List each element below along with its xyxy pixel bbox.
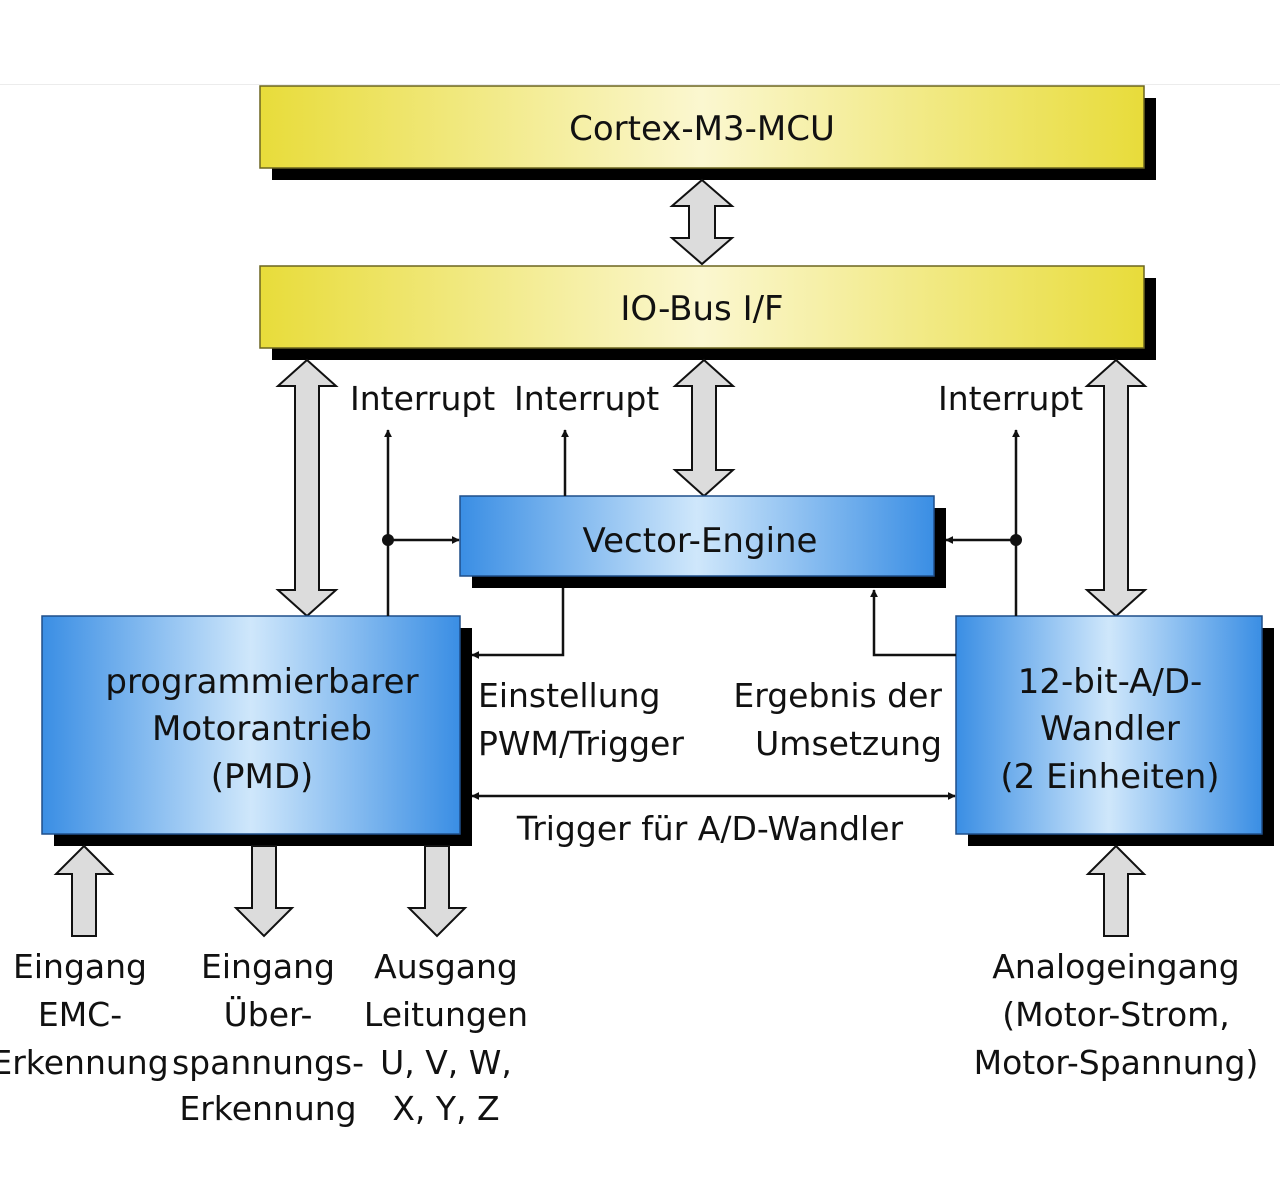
emc-label-line-3: Erkennung <box>0 1043 169 1082</box>
analog-input-arrow <box>1085 844 1147 937</box>
adc-block: 12-bit-A/D- Wandler (2 Einheiten) <box>955 615 1274 846</box>
mcu-iobus-bus-arrow <box>669 178 735 266</box>
ausgang-label-line-1: Ausgang <box>374 947 518 986</box>
emc-input-arrow <box>53 844 115 937</box>
mcu-block: Cortex-M3-MCU <box>259 85 1156 180</box>
analog-label-line-2: (Motor-Strom, <box>1002 995 1230 1034</box>
interrupt-label-pmd: Interrupt <box>350 379 495 418</box>
emc-label-line-1: Eingang <box>13 947 147 986</box>
vector-engine-block: Vector-Engine <box>459 495 946 588</box>
analog-label-line-3: Motor-Spannung) <box>974 1043 1259 1082</box>
adc-label-line-2: Wandler <box>1040 709 1180 749</box>
ergebnis-label-line-2: Umsetzung <box>755 724 942 763</box>
vector-box <box>459 495 935 577</box>
einstellung-label-line-1: Einstellung <box>478 676 660 715</box>
mcu-label: Cortex-M3-MCU <box>569 109 835 149</box>
ausgang-arrow <box>406 845 468 938</box>
ausgang-label-line-3: U, V, W, <box>380 1043 512 1082</box>
ueber-label-line-1: Eingang <box>201 947 335 986</box>
ueber-label-line-2: Über- <box>224 994 313 1034</box>
ueberspannung-arrow <box>233 845 295 938</box>
iobus-pmd-bus-arrow <box>275 358 339 618</box>
interrupt-label-vector: Interrupt <box>514 379 659 418</box>
ueber-label-line-4: Erkennung <box>179 1089 356 1128</box>
ueber-label-line-3: spannungs- <box>172 1043 364 1082</box>
iobus-label: IO-Bus I/F <box>620 289 783 329</box>
einstellung-label-line-2: PWM/Trigger <box>478 724 684 763</box>
interrupt-label-adc: Interrupt <box>938 379 1083 418</box>
adc-box <box>955 615 1263 835</box>
diagram-panel <box>0 85 1280 1130</box>
pmd-label-line-3: (PMD) <box>211 757 314 797</box>
iobus-block: IO-Bus I/F <box>259 265 1156 360</box>
adc-to-vector-result-line <box>870 589 956 657</box>
vector-label: Vector-Engine <box>583 521 818 561</box>
ausgang-label-line-4: X, Y, Z <box>392 1089 499 1128</box>
adc-label-line-3: (2 Einheiten) <box>1000 757 1219 797</box>
top-band <box>0 0 1280 85</box>
iobus-box <box>259 265 1145 349</box>
iobus-vector-bus-arrow <box>672 358 736 498</box>
adc-label-line-1: 12-bit-A/D- <box>1018 662 1203 702</box>
emc-label-line-2: EMC- <box>38 995 122 1034</box>
pmd-label-line-1: programmierbarer <box>105 662 418 702</box>
pmd-box <box>41 615 461 835</box>
ergebnis-label-line-1: Ergebnis der <box>733 676 942 715</box>
mcu-box <box>259 85 1145 169</box>
ausgang-label-line-2: Leitungen <box>364 995 528 1034</box>
pmd-label-line-2: Motorantrieb <box>152 709 372 749</box>
pmd-block: programmierbarer Motorantrieb (PMD) <box>41 615 472 846</box>
iobus-adc-bus-arrow <box>1084 358 1148 618</box>
analog-label-line-1: Analogeingang <box>992 947 1239 986</box>
bottom-band <box>0 1130 1280 1190</box>
trigger-label: Trigger für A/D-Wandler <box>516 809 904 848</box>
vector-to-pmd-line <box>471 588 565 659</box>
